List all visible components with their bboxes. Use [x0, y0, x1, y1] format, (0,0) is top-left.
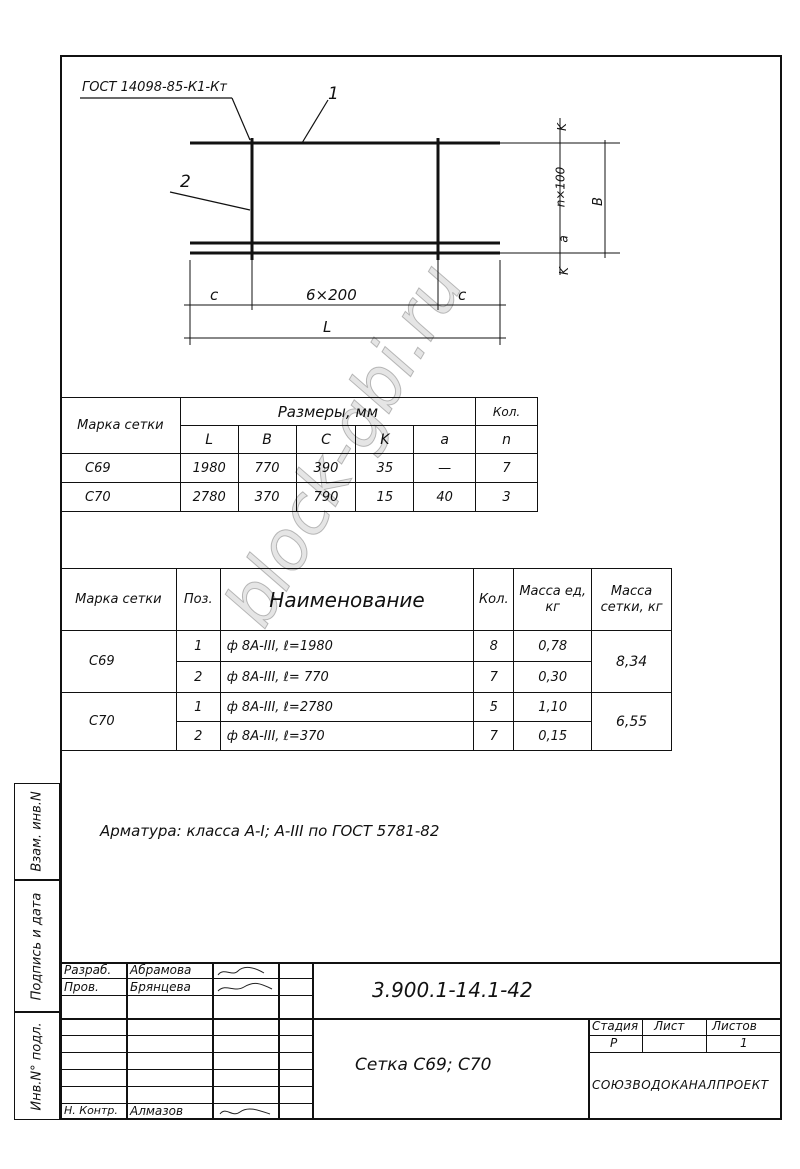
- razrab-label: Разраб.: [64, 963, 112, 977]
- dim-n100: n×100: [553, 166, 568, 208]
- tb-row-line: [60, 1069, 312, 1070]
- sub-L: L: [179, 425, 239, 454]
- tb-col-line: [642, 1018, 643, 1052]
- sub-a: a: [413, 425, 477, 454]
- specification-table: Марка сетки Поз. Наименование Кол. Масса…: [60, 568, 672, 751]
- signatures: [217, 966, 273, 992]
- nkontr-label: Н. Контр.: [64, 1104, 118, 1117]
- side-inv-podl: Инв.N° подл.: [14, 1012, 60, 1120]
- table-row: С70 1 ф 8А-III, ℓ=2780 5 1,10 6,55: [60, 692, 672, 751]
- table-row: С69 1 ф 8А-III, ℓ=1980 8 0,78 8,34: [60, 630, 672, 693]
- sub-B: B: [237, 425, 297, 454]
- sub-C: C: [295, 425, 357, 454]
- tb-row-line: [60, 1086, 312, 1087]
- prov-label: Пров.: [64, 980, 99, 994]
- spec-header-mark: Марка сетки: [60, 568, 177, 631]
- spec-header-mass-unit: Масса ед, кг: [513, 568, 593, 631]
- dimensions-table: Марка сетки Размеры, мм Кол. L B C K a n…: [60, 397, 538, 512]
- dim-6x200: 6×200: [306, 286, 357, 304]
- razrab-name: Абрамова: [130, 963, 192, 977]
- document-title: Сетка С69; С70: [355, 1055, 492, 1075]
- tb-row-line: [60, 1052, 312, 1053]
- side-vzam: Взам. инв.N: [14, 783, 60, 880]
- header-mark: Марка сетки: [60, 397, 181, 454]
- tb-top-line: [60, 962, 782, 964]
- dim-L: L: [323, 318, 332, 336]
- sub-n: n: [475, 425, 538, 454]
- sheets-label: Листов: [712, 1019, 757, 1033]
- sub-K: K: [355, 425, 415, 454]
- header-sizes: Размеры, мм: [179, 397, 477, 426]
- dim-c-left: c: [210, 286, 219, 304]
- tb-row-line: [588, 1052, 782, 1053]
- spec-header-pos: Поз.: [175, 568, 221, 631]
- tb-row-line: [60, 978, 312, 979]
- signature-nkontr: [219, 1108, 271, 1115]
- tb-col-line: [278, 962, 280, 1120]
- tb-row-line: [60, 1035, 312, 1036]
- sheet-label: Лист: [654, 1019, 685, 1033]
- spec-header-qty: Кол.: [473, 568, 515, 631]
- tb-row-line: [60, 1103, 312, 1104]
- organization: СОЮЗВОДОКАНАЛПРОЕКТ: [592, 1078, 769, 1092]
- stage-label: Стадия: [592, 1019, 639, 1033]
- table-row: С69 1980 770 390 35 — 7: [60, 453, 538, 483]
- spec-header-mass-total: Масса сетки, кг: [591, 568, 672, 631]
- tb-row-line: [60, 995, 312, 996]
- spec-header-name: Наименование: [219, 568, 475, 631]
- dim-B: B: [590, 197, 606, 206]
- table-row: С70 2780 370 790 15 40 3: [60, 482, 538, 512]
- gost-label: ГОСТ 14098-85-К1-Кт: [82, 80, 227, 95]
- dim-c-right: c: [458, 286, 467, 304]
- tb-col-line: [588, 1018, 590, 1120]
- tb-col-line: [706, 1018, 707, 1052]
- tb-col-line: [126, 962, 128, 1120]
- header-count: Кол.: [475, 397, 538, 426]
- tb-col-line: [212, 962, 214, 1120]
- dim-k-bottom: K: [556, 267, 571, 275]
- document-code: 3.900.1-14.1-42: [372, 978, 533, 1002]
- table-row: 2 ф 8А-III, ℓ=370 7 0,15: [61, 721, 672, 751]
- prov-name: Брянцева: [130, 980, 191, 994]
- position-1-label: 1: [328, 84, 339, 104]
- stage-value: Р: [610, 1036, 618, 1050]
- tb-col-line: [312, 962, 314, 1120]
- side-sign-date: Подпись и дата: [14, 880, 60, 1012]
- position-2-label: 2: [180, 172, 191, 192]
- sheets-value: 1: [740, 1036, 748, 1050]
- reinforcement-note: Арматура: класса А-I; А-III по ГОСТ 5781…: [100, 822, 440, 840]
- nkontr-name: Алмазов: [130, 1104, 184, 1118]
- mesh-drawing: [80, 97, 620, 345]
- dim-a: a: [556, 235, 571, 243]
- dim-k-top: K: [554, 123, 569, 131]
- tb-row-line: [588, 1035, 782, 1036]
- tb-mid-line: [60, 1018, 782, 1020]
